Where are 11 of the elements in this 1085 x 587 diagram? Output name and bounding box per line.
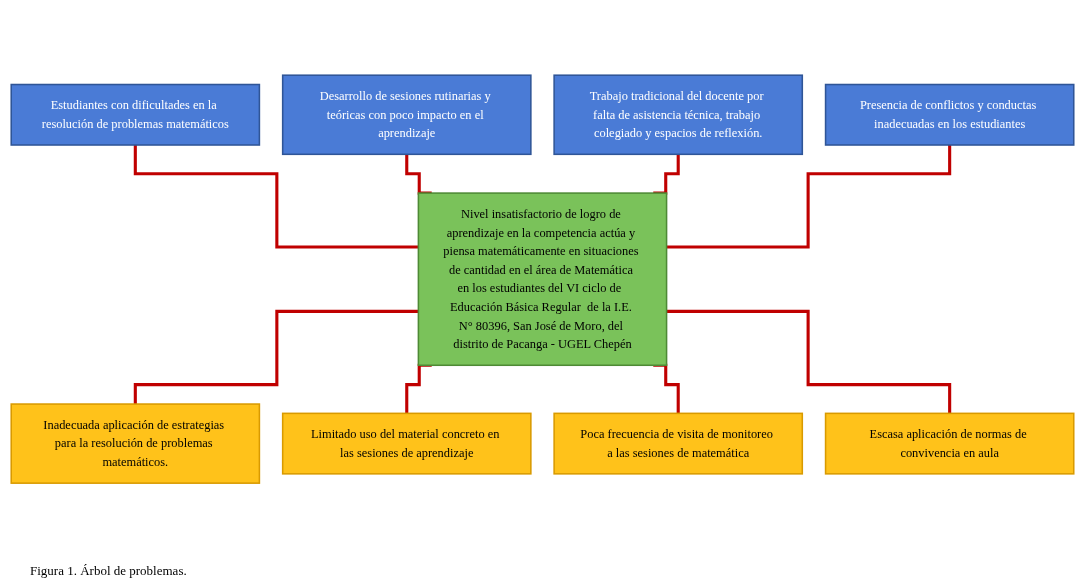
node-box: Trabajo tradicional del docente por falta de asistencia técnica, trabajo colegiado y espacios de reflexión.: [553, 74, 804, 156]
node-box: Estudiantes con dificultades en la resolución de problemas matemáticos: [10, 84, 261, 147]
connector: [133, 310, 419, 406]
node-box: Nivel insatisfactorio de logro de aprendizaje en la competencia actúa y piensa matemáticamente en situaciones de cantidad en el área de Matemática en los estudiantes del VI ciclo de Educación Básica Regular de la I.E. N° 80396, San José de Moro, del distrito de Pacanga - UGEL Chepén: [417, 192, 668, 367]
node-box: Presencia de conflictos y conductas inadecuadas en los estudiantes: [824, 84, 1075, 147]
node-box: Limitado uso del material concreto en las sesiones de aprendizaje: [281, 412, 532, 475]
node-box: Desarrollo de sesiones rutinarias y teóricas con poco impacto en el aprendizaje: [281, 74, 532, 156]
node-box: Poca frecuencia de visita de monitoreo a las sesiones de matemática: [553, 412, 804, 475]
node-box: Escasa aplicación de normas de convivencia en aula: [824, 412, 1075, 475]
node-box: Inadecuada aplicación de estrategias para la resolución de problemas matemáticos.: [10, 403, 261, 485]
figure-caption: Figura 1. Árbol de problemas.: [29, 562, 188, 580]
